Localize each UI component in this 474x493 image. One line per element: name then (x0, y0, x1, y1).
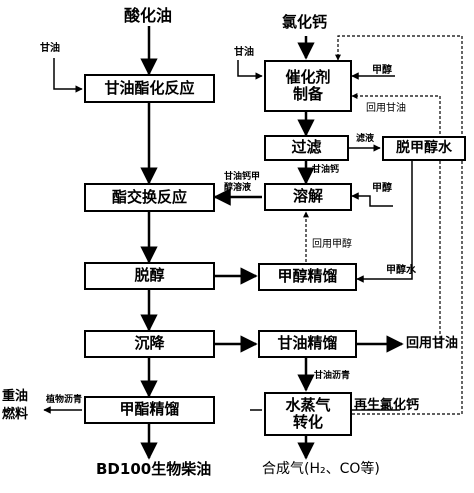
label-methanol-water: 甲醇水 (386, 265, 416, 276)
arrow-methanol-water (356, 150, 413, 283)
label-methanol-2: 甲醇 (372, 183, 392, 194)
box-dissolution: 溶解 (264, 183, 352, 211)
label-product-syngas: 合成气(H₂、CO等) (262, 461, 380, 477)
arrow-glycerol-in-left (53, 58, 83, 93)
label-product-biodiesel: BD100生物柴油 (96, 460, 212, 478)
box-ester-rectification: 甲酯精馏 (84, 396, 215, 424)
label-glycerol-pitch: 甘油沥青 (314, 371, 351, 381)
arrow-glycerol-in-right (237, 60, 263, 80)
label-recycled-glycerol-2: 回用甘油 (406, 336, 459, 351)
label-plant-pitch: 植物沥青 (46, 395, 83, 405)
box-glycerol-esterification: 甘油酯化反应 (84, 74, 215, 103)
acid-oil-title: 酸化油 (124, 6, 173, 25)
box-dealcohol: 脱醇 (84, 262, 215, 290)
label-glycerol-in-right: 甘油 (234, 47, 254, 58)
box-methanol-rectification: 甲醇精馏 (258, 263, 357, 291)
box-catalyst-preparation: 催化剂 制备 (264, 60, 352, 112)
box-filtration: 过滤 (264, 135, 349, 161)
catalyst-preparation-label: 催化剂 制备 (285, 67, 331, 103)
label-ca-glycerol-methanol-liquid: 甘油钙甲 醇溶液 (224, 172, 261, 194)
box-settling: 沉降 (84, 330, 215, 358)
label-methanol-1: 甲醇 (372, 65, 392, 76)
box-glycerol-rectification: 甘油精馏 (258, 330, 357, 358)
arrow-methanol-in-2 (351, 192, 393, 207)
box-demethanol-water: 脱甲醇水 (382, 136, 466, 161)
box-steam-conversion: 水蒸气 转化 (264, 392, 352, 436)
box-transesterification: 酯交换反应 (84, 183, 215, 212)
label-heavy-oil-fuel: 重油 燃料 (2, 389, 29, 422)
label-recycled-methanol: 回用甲醇 (312, 239, 352, 250)
steam-conversion-label: 水蒸气 转化 (285, 395, 331, 431)
label-filtrate: 滤液 (356, 134, 375, 144)
label-regenerated-cacl2: 再生氯化钙 (354, 398, 420, 413)
label-glycerol-in-left: 甘油 (40, 43, 60, 54)
label-recycled-glycerol-1: 回用甘油 (366, 103, 406, 114)
recycle-cacl2-loop (335, 35, 463, 414)
cacl2-title: 氯化钙 (282, 13, 328, 31)
recycle-glycerol-loop (351, 93, 441, 344)
label-glycerol-calcium: 甘油钙 (312, 165, 340, 175)
